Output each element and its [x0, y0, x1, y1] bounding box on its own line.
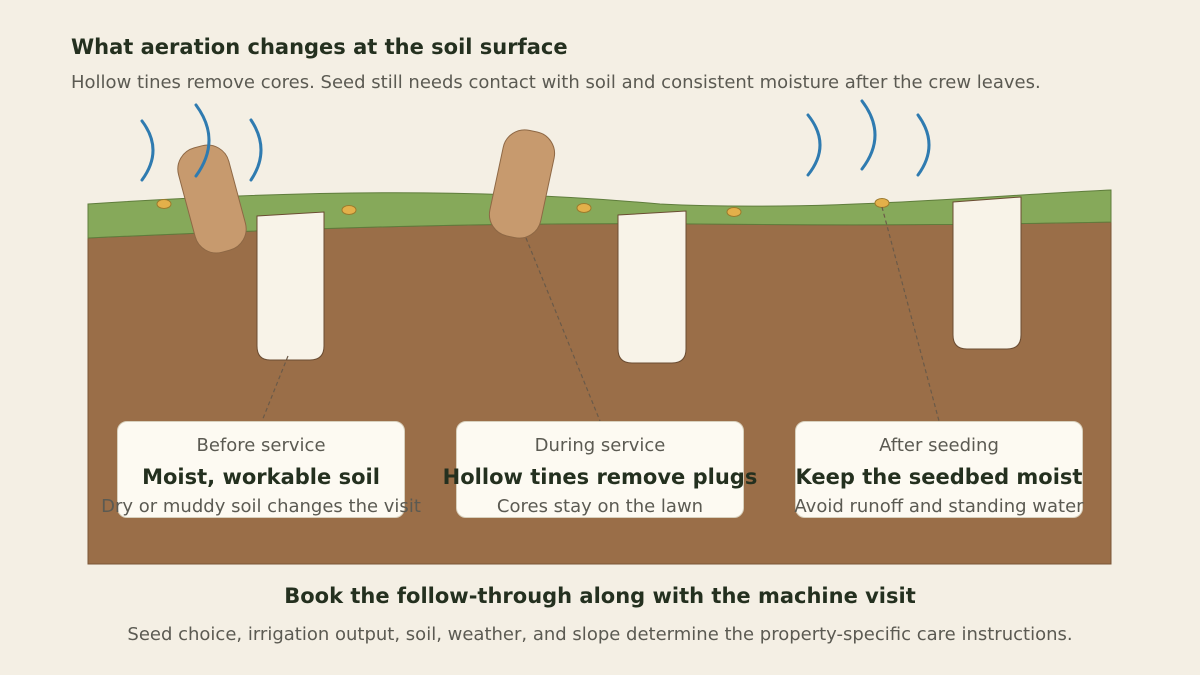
stage-label: During service	[534, 435, 666, 456]
stage-headline: Hollow tines remove plugs	[442, 465, 758, 489]
aeration-hole-3	[952, 196, 1022, 350]
stage-card-before: Before service Moist, workable soil Dry …	[101, 421, 421, 518]
stage-headline: Moist, workable soil	[142, 465, 380, 489]
turf-layer	[87, 189, 1112, 239]
seed-3	[576, 203, 592, 213]
stage-card-after: After seeding Keep the seedbed moist Avo…	[794, 421, 1084, 518]
soil-core-2	[488, 129, 556, 239]
stage-detail: Cores stay on the lawn	[496, 496, 704, 517]
diagram-title: What aeration changes at the soil surfac…	[71, 35, 568, 59]
soil-core-1	[177, 144, 247, 254]
moisture-arcs-left	[140, 103, 263, 182]
aeration-hole-2	[617, 210, 687, 364]
moisture-arcs-right	[806, 99, 931, 177]
seed-5	[874, 198, 890, 208]
leader-lines	[261, 206, 940, 422]
stage-label: Before service	[196, 435, 326, 456]
diagram-subtitle: Hollow tines remove cores. Seed still ne…	[71, 72, 1041, 93]
seed-4	[726, 207, 742, 217]
seed-1	[156, 199, 172, 209]
seed-2	[341, 205, 357, 215]
stage-card-during: During service Hollow tines remove plugs…	[443, 421, 757, 518]
footer-body: Seed choice, irrigation output, soil, we…	[127, 624, 1073, 645]
aeration-hole-1	[256, 211, 325, 361]
stage-label: After seeding	[879, 435, 999, 456]
stage-detail: Dry or muddy soil changes the visit	[101, 496, 421, 517]
stage-detail: Avoid runoff and standing water	[794, 496, 1084, 517]
stage-headline: Keep the seedbed moist	[795, 465, 1083, 489]
footer-title: Book the follow-through along with the m…	[284, 584, 916, 608]
